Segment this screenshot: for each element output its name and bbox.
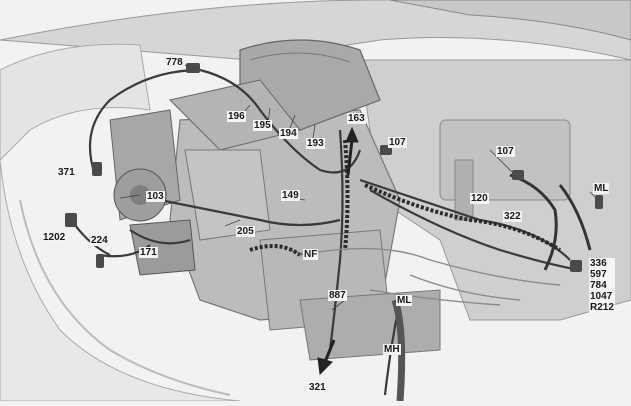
label-103: 103 — [146, 191, 165, 202]
label-195: 195 — [253, 120, 272, 131]
label-205: 205 — [236, 226, 255, 237]
label-224: 224 — [90, 235, 109, 246]
label-196: 196 — [227, 111, 246, 122]
front-bumper — [0, 159, 241, 402]
label-ml-bottom: ML — [396, 295, 413, 306]
label-193: 193 — [306, 138, 325, 149]
label-ml-right: ML — [593, 183, 610, 194]
starter — [129, 219, 196, 276]
label-336: 336 — [590, 258, 607, 269]
label-784: 784 — [590, 280, 607, 291]
label-120: 120 — [470, 193, 489, 204]
label-1202: 1202 — [42, 232, 67, 243]
label-597: 597 — [590, 269, 607, 280]
label-371: 371 — [57, 167, 76, 178]
label-149: 149 — [281, 190, 300, 201]
label-stack-right: 336 597 784 1047 R212 — [589, 258, 615, 313]
label-171: 171 — [139, 247, 158, 258]
label-107-right: 107 — [496, 146, 515, 157]
label-mh: MH — [383, 344, 401, 355]
label-107-left: 107 — [388, 137, 407, 148]
label-nf: NF — [303, 249, 319, 260]
label-322: 322 — [503, 211, 522, 222]
label-r212: R212 — [590, 302, 614, 313]
label-1047: 1047 — [590, 291, 613, 302]
label-194: 194 — [279, 128, 298, 139]
harness-left — [88, 68, 201, 176]
label-778: 778 — [165, 57, 184, 68]
label-163: 163 — [347, 113, 366, 124]
label-887: 887 — [328, 290, 347, 301]
label-321: 321 — [308, 382, 327, 393]
